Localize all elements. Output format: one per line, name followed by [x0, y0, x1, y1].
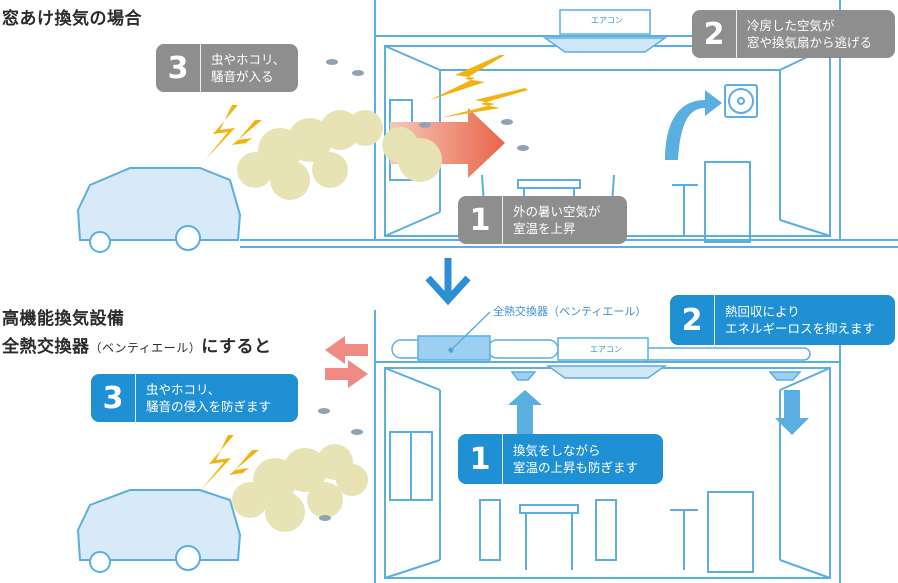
bug-icons-top — [326, 59, 529, 151]
exhaust-arrow — [665, 90, 722, 160]
callout-text: 外の暑い空気が 室温を上昇 — [513, 204, 601, 236]
transition-down-arrow — [425, 258, 471, 306]
bottom-building — [374, 310, 841, 583]
top-callout-3: 3 虫やホコリ、 騒音が入る — [156, 44, 298, 92]
bug-icons-bottom — [318, 408, 363, 521]
callout-number: 1 — [458, 434, 503, 484]
callout-text: 虫やホコリ、 騒音の侵入を防ぎます — [146, 382, 272, 414]
duct-system — [391, 311, 811, 381]
top-callout-1: 1 外の暑い空気が 室温を上昇 — [458, 196, 627, 244]
bottom-callout-3: 3 虫やホコリ、 騒音の侵入を防ぎます — [91, 374, 298, 422]
bottom-section-title-line1: 高機能換気設備 — [2, 309, 125, 329]
callout-text: 虫やホコリ、 騒音が入る — [211, 52, 286, 84]
top-aircon-unit — [542, 9, 668, 53]
callout-number: 2 — [692, 10, 737, 58]
callout-number: 3 — [156, 44, 201, 92]
callout-text: 熱回収により エネルギーロスを抑えます — [725, 304, 876, 336]
top-callout-2: 2 冷房した空気が 窓や換気扇から逃げる — [692, 10, 895, 58]
bottom-section-title-line2: 全熱交換器（ベンティエール）にすると — [2, 337, 272, 357]
bottom-aircon-label: エアコン — [590, 345, 622, 354]
car-top — [76, 167, 242, 253]
callout-text: 換気をしながら 室温の上昇も防ぎます — [513, 443, 639, 475]
top-aircon-label: エアコン — [591, 16, 623, 25]
exchange-arrows — [325, 336, 368, 388]
callout-number: 3 — [91, 374, 136, 422]
lightning-icon-top — [205, 55, 528, 165]
callout-number: 1 — [458, 196, 503, 244]
callout-text: 冷房した空気が 窓や換気扇から逃げる — [747, 18, 873, 50]
lightning-icon-bottom — [201, 435, 259, 495]
bottom-callout-1: 1 換気をしながら 室温の上昇も防ぎます — [458, 434, 663, 484]
return-air-down-arrow — [775, 390, 809, 435]
ventilation-unit — [417, 335, 491, 361]
dust-cloud-bottom — [232, 444, 368, 532]
car-bottom — [76, 489, 242, 573]
top-section-title: 窓あけ換気の場合 — [2, 9, 142, 29]
callout-number: 2 — [670, 295, 715, 345]
supply-air-up-arrow — [508, 390, 542, 435]
ventilation-unit-label: 全熱交換器（ベンティエール） — [493, 305, 647, 318]
dust-cloud-top — [237, 110, 442, 200]
bottom-callout-2: 2 熱回収により エネルギーロスを抑えます — [670, 295, 895, 345]
